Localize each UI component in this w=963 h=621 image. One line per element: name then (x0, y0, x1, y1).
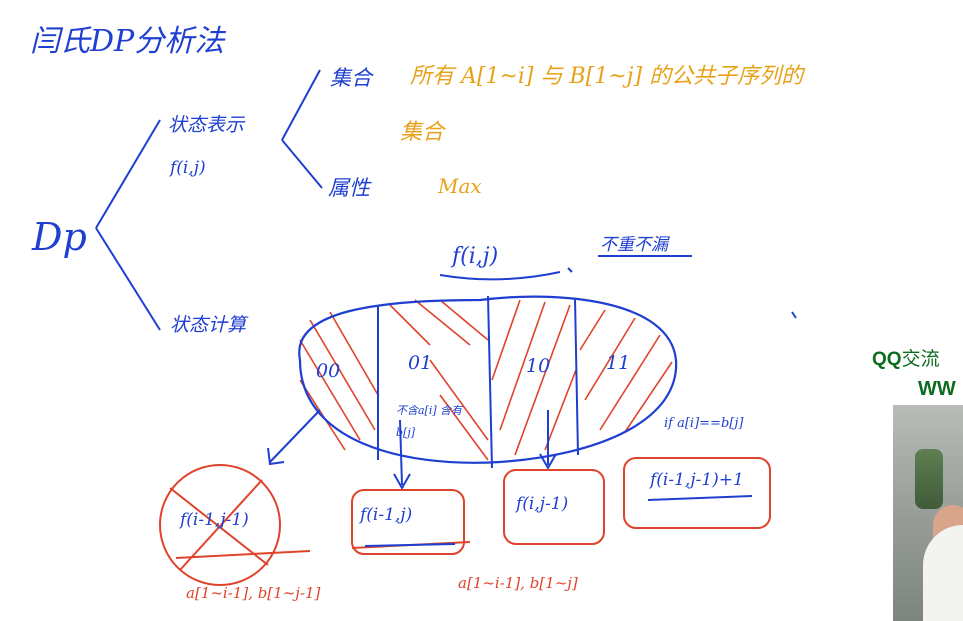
set-description-line1: 所有 A[1~i] 与 B[1~j] 的公共子序列的 (410, 64, 804, 89)
state-repr-label: 状态表示 (168, 114, 245, 136)
set-description-line2: 集合 (400, 120, 445, 145)
branch-to-set (281, 69, 321, 141)
region-11-annotation: if a[i]==b[j] (664, 416, 744, 431)
partition-note: 不重不漏 (600, 235, 668, 255)
property-value: Max (438, 174, 482, 198)
watermark-qq: QQ (872, 349, 902, 370)
crossed-circle (159, 464, 281, 586)
page-title: 闫氏DP分析法 (30, 24, 225, 59)
presenter-video-icon (893, 405, 963, 621)
result-region-10: f(i,j-1) (516, 494, 569, 514)
region-01-annotation: 不含a[i] 含有b[j] (396, 404, 463, 439)
result-region-01: f(i-1,j) (360, 505, 413, 525)
watermark-line1-rest: 交流 (901, 349, 940, 370)
state-repr-formula: f(i,j) (170, 158, 206, 178)
partition-lines (377, 295, 579, 469)
property-label: 属性 (328, 176, 370, 200)
set-label: 集合 (330, 66, 372, 90)
bottom-note-middle: a[1~i-1], b[1~j] (458, 574, 578, 592)
region-code-11: 11 (606, 352, 631, 374)
partition-title: f(i,j) (452, 244, 499, 269)
branch-to-property (281, 139, 323, 189)
region-code-00: 00 (316, 360, 341, 382)
branch-to-state-calc (95, 227, 161, 331)
region-code-01: 01 (408, 352, 433, 374)
bottom-note-left: a[1~i-1], b[1~j-1] (186, 584, 321, 602)
result-region-00: f(i-1,j-1) (180, 510, 249, 530)
result-region-11: f(i-1,j-1)+1 (650, 470, 744, 490)
root-node-dp: Dp (32, 215, 87, 259)
watermark-line2: WW (918, 378, 956, 400)
region-hatching (299, 299, 673, 461)
result-boxes (159, 457, 771, 586)
state-calc-label: 状态计算 (170, 314, 247, 336)
region-code-10: 10 (526, 355, 551, 377)
branch-to-state-repr (95, 119, 161, 229)
watermark-line1: QQ交流 (872, 344, 940, 371)
arrows (267, 409, 557, 491)
title-underline (439, 271, 561, 281)
